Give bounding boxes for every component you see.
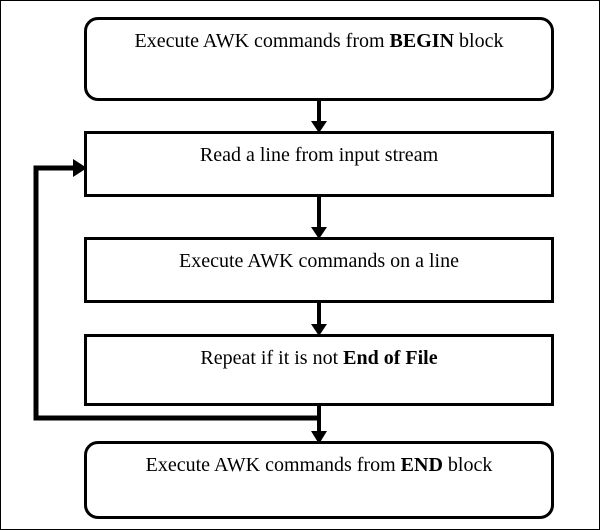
node-end-block-label: Execute AWK commands from END block [145,454,493,476]
connector-repeat-to-end [311,406,327,444]
connector-begin-to-read [311,101,327,133]
connector-read-to-execute [311,197,327,239]
node-begin-block-label: Execute AWK commands from BEGIN block [134,30,504,52]
node-end-block: Execute AWK commands from END block [84,441,554,519]
node-read-line-label: Read a line from input stream [199,144,439,166]
node-read-line: Read a line from input stream [84,131,554,197]
node-execute-on-line-label: Execute AWK commands on a line [179,250,459,272]
node-execute-on-line: Execute AWK commands on a line [84,237,554,303]
connector-execute-to-repeat [311,303,327,336]
connector-loop-back-to-read [33,159,319,421]
node-repeat-if-not-eof: Repeat if it is not End of File [84,334,554,406]
node-repeat-if-not-eof-label: Repeat if it is not End of File [200,347,438,369]
node-begin-block: Execute AWK commands from BEGIN block [84,17,554,101]
